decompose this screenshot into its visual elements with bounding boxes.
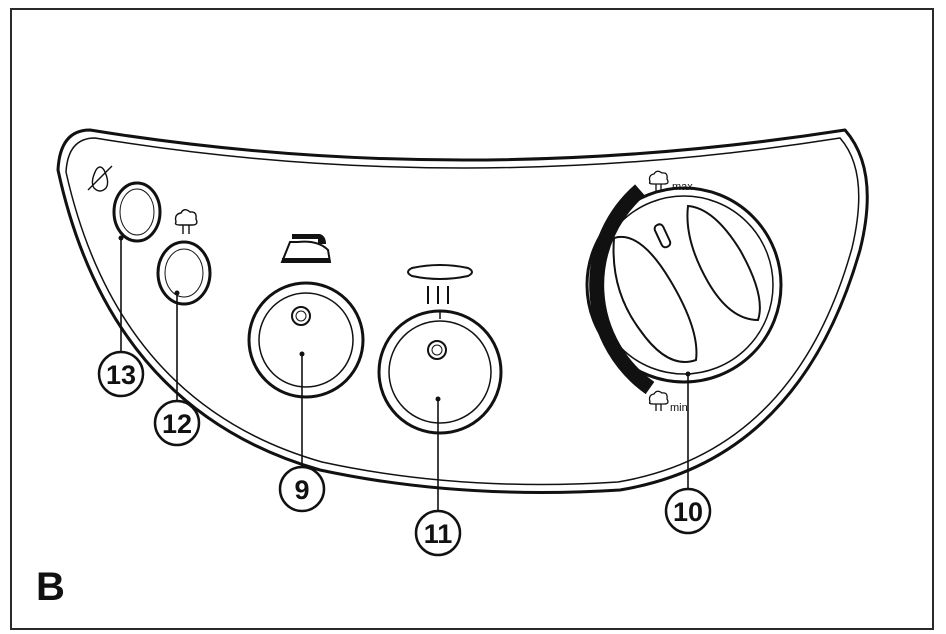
water-empty-light <box>112 181 162 243</box>
callout-13-label: 13 <box>106 360 136 390</box>
dial-min-label: min <box>670 402 688 414</box>
dial-min-steam-icon <box>648 390 669 411</box>
callout-12-label: 12 <box>162 409 192 439</box>
callout-11-label: 11 <box>424 519 453 549</box>
callout-13: 13 <box>97 350 145 398</box>
callout-11: 11 <box>414 509 462 557</box>
callout-9-label: 9 <box>294 475 309 505</box>
continuous-steam-button[interactable] <box>377 309 503 435</box>
callout-10: 10 <box>664 487 712 535</box>
no-water-icon <box>87 165 113 192</box>
continuous-steam-icon <box>407 264 473 304</box>
dial-max-label: max <box>672 181 693 193</box>
steam-button[interactable] <box>247 281 365 399</box>
callout-12: 12 <box>153 399 201 447</box>
steam-light <box>156 240 212 306</box>
dial-max-steam-icon <box>648 170 669 191</box>
iron-icon <box>280 234 332 263</box>
section-label: B <box>36 565 65 609</box>
steam-dial[interactable] <box>585 184 783 395</box>
steam-cloud-icon <box>174 209 198 234</box>
callout-10-label: 10 <box>673 497 703 527</box>
callout-9: 9 <box>278 465 326 513</box>
leader-lines <box>118 235 691 512</box>
control-panel-outline <box>56 128 869 494</box>
